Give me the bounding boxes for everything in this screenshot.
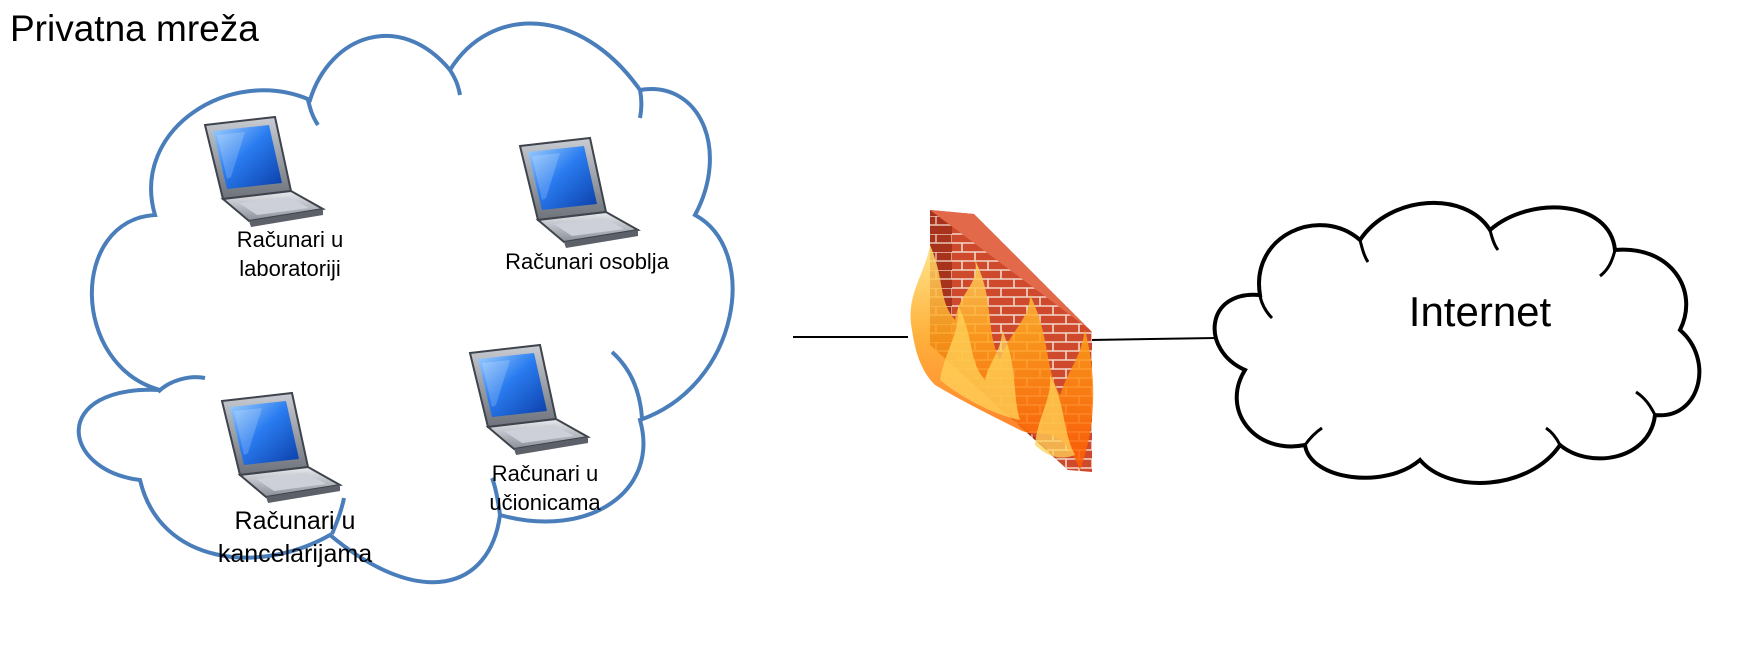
private-cloud-inner-arc [638, 89, 644, 119]
diagram-title: Privatna mreža [10, 8, 259, 49]
node-label-line: učionicama [489, 489, 601, 515]
internet-cloud-inner-arc [1488, 229, 1500, 251]
node-label-line: laboratoriji [239, 255, 341, 281]
node-label-staff: Računari osoblja [482, 248, 692, 277]
node-label-line: kancelarijama [217, 539, 373, 568]
internet-cloud-inner-arc [1599, 249, 1617, 278]
node-label-lab: Računari u laboratoriji [200, 226, 380, 283]
internet-label: Internet [1408, 288, 1552, 335]
node-label-classrooms: Računari u učionicama [445, 460, 645, 517]
internet-cloud-inner-arc [1545, 426, 1562, 446]
internet-cloud-inner-arc [1635, 390, 1657, 416]
node-label-offices: Računari u kancelarijama [185, 505, 405, 570]
node-label-line: Računari u [234, 507, 356, 535]
private-cloud-inner-arc [156, 375, 206, 394]
node-label-line: Računari osoblja [505, 249, 669, 274]
private-cloud-inner-arc [330, 497, 346, 535]
node-label-line: Računari u [491, 461, 599, 486]
internet-cloud-inner-arc [1258, 295, 1274, 320]
internet-cloud-inner-arc [1303, 426, 1323, 446]
node-label-line: Računari u [236, 227, 344, 252]
private-cloud-inner-arc [306, 99, 320, 127]
private-cloud-inner-arc [610, 350, 644, 419]
internet-cloud-inner-arc [1358, 239, 1370, 263]
private-cloud-inner-arc [448, 68, 462, 96]
firewall-icon [910, 210, 1094, 472]
connection-line-firewall-internet [1089, 337, 1217, 341]
private-cloud-inner-arc [490, 477, 502, 516]
internet-cloud [1212, 200, 1702, 485]
